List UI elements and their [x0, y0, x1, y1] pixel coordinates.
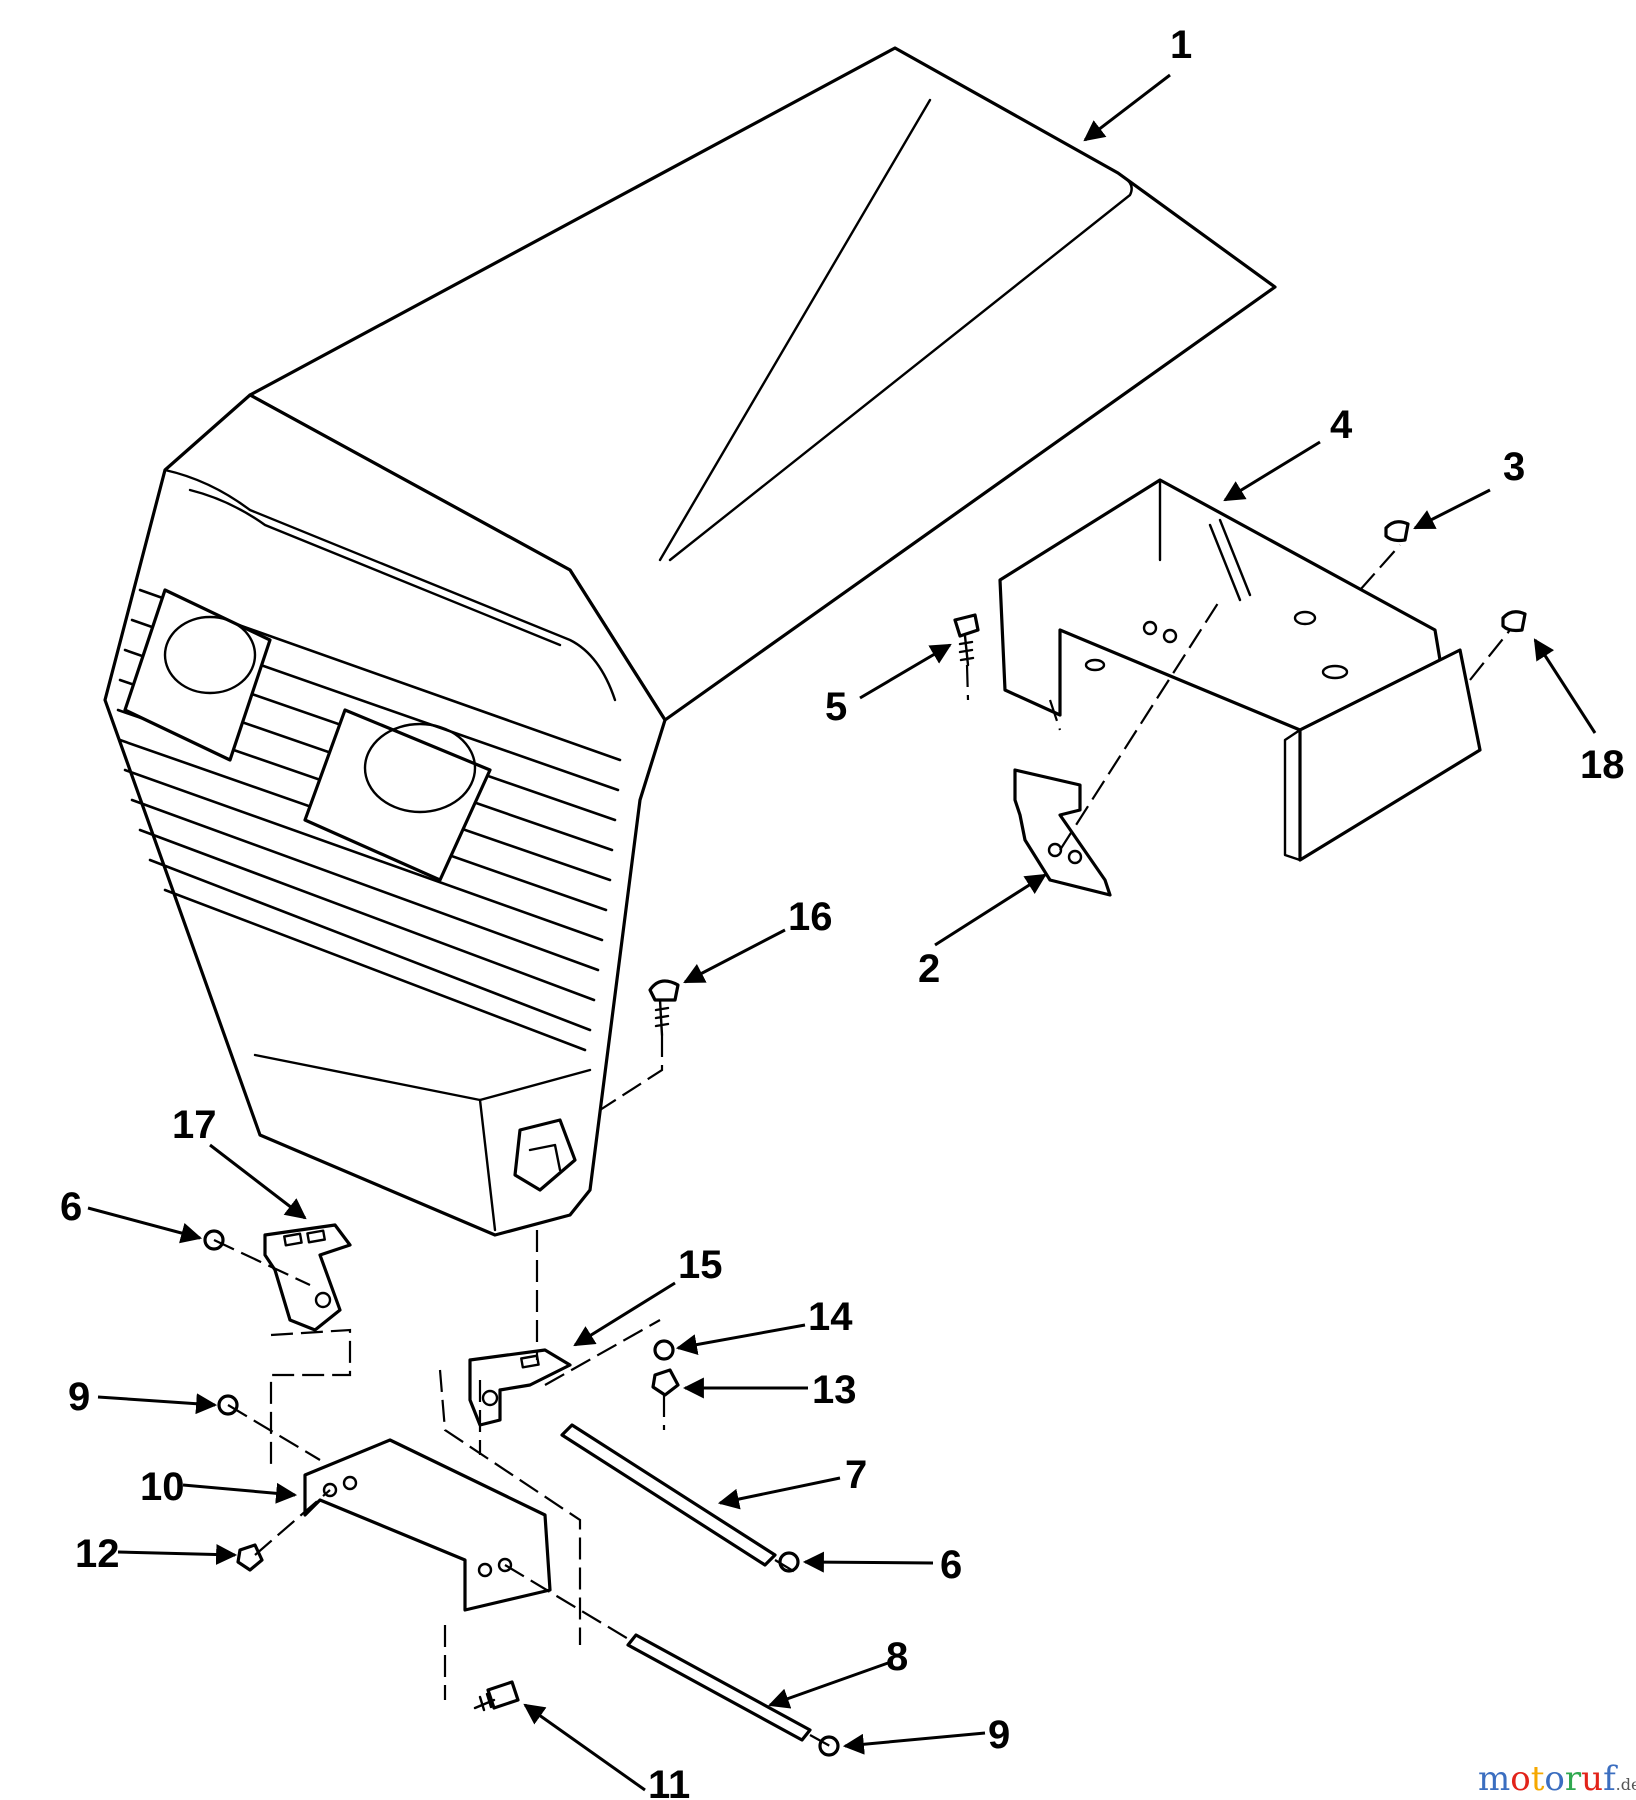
callout-15: 15 — [678, 1243, 723, 1287]
watermark-logo: motoruf.de — [1478, 1759, 1636, 1799]
bracket-15 — [468, 1348, 572, 1427]
callout-16: 16 — [788, 895, 833, 939]
screw-18 — [1501, 610, 1527, 633]
leader-arrows — [87, 73, 1597, 1792]
svg-text:motoruf.de: motoruf.de — [1478, 1759, 1636, 1799]
callout-3: 3 — [1503, 445, 1525, 489]
callout-2: 2 — [918, 947, 940, 991]
callout-5: 5 — [825, 685, 847, 729]
callout-labels: 1 2 3 4 5 6 6 7 8 9 9 10 11 12 13 14 15 … — [60, 23, 1625, 1800]
hood-support-bracket — [998, 478, 1482, 862]
callout-8: 8 — [886, 1635, 908, 1679]
screw-3 — [1384, 520, 1410, 543]
bolt-5 — [953, 613, 980, 667]
headlight-left — [123, 588, 272, 762]
callout-4: 4 — [1330, 403, 1353, 447]
callout-9-top: 9 — [68, 1375, 90, 1419]
callout-18: 18 — [1580, 743, 1625, 787]
callout-11: 11 — [648, 1763, 690, 1800]
callout-13: 13 — [812, 1368, 857, 1412]
callout-17: 17 — [172, 1103, 217, 1147]
headlight-right — [303, 708, 492, 882]
callout-6-bottom: 6 — [940, 1543, 962, 1587]
callout-1: 1 — [1170, 23, 1192, 67]
assembly-lines — [213, 544, 1511, 1747]
bracket-10 — [303, 1438, 552, 1612]
hood — [103, 46, 1277, 1237]
bolt-16 — [648, 979, 680, 1037]
callout-14: 14 — [808, 1295, 853, 1339]
callout-7: 7 — [845, 1453, 867, 1497]
callout-10: 10 — [140, 1465, 185, 1509]
callout-9-bottom: 9 — [988, 1713, 1010, 1757]
mounting-plate — [1013, 768, 1112, 897]
hardware-small — [203, 1229, 840, 1757]
callout-6-top: 6 — [60, 1185, 82, 1229]
bracket-17 — [263, 1223, 352, 1332]
rod-7 — [560, 1423, 777, 1567]
rod-8 — [626, 1633, 812, 1742]
callout-12: 12 — [75, 1532, 120, 1576]
